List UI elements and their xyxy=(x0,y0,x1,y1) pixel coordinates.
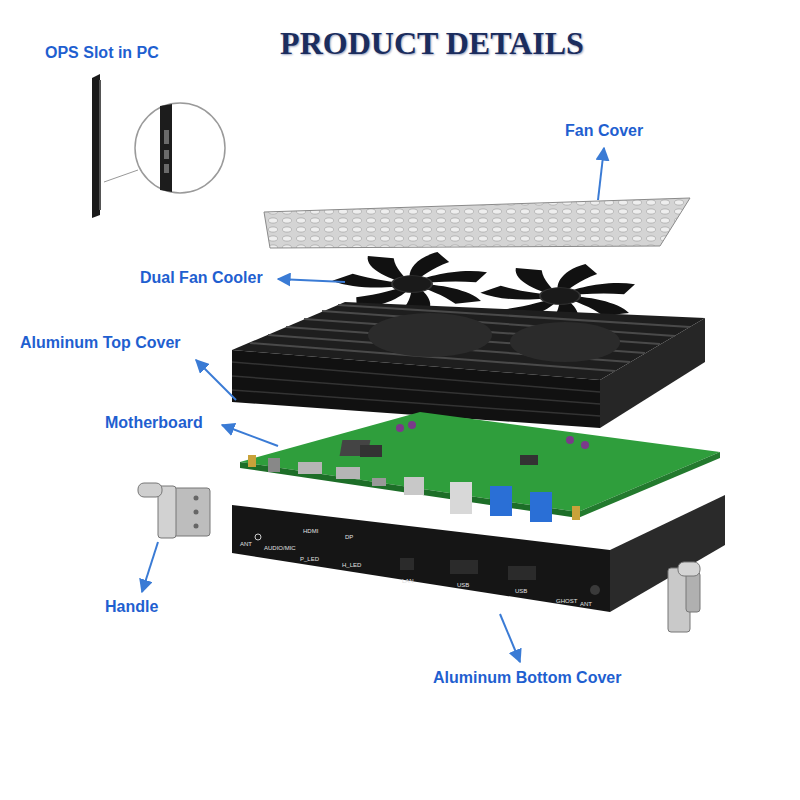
handle-right xyxy=(668,562,700,632)
port-label: DP xyxy=(345,534,353,541)
port-label: USB xyxy=(515,588,527,595)
callout-label: Aluminum Top Cover xyxy=(20,333,181,352)
leader-arrows xyxy=(142,148,604,662)
heatsink-top-cover xyxy=(232,302,705,428)
motherboard xyxy=(240,412,720,522)
callout-label: Motherboard xyxy=(105,413,203,432)
port-label: P_LED xyxy=(300,556,319,563)
callout-label: Dual Fan Cooler xyxy=(140,268,263,287)
port-label: H_LED xyxy=(342,562,361,569)
bottom-cover xyxy=(232,495,725,612)
port-label: USB xyxy=(457,582,469,589)
callout-label: Handle xyxy=(105,597,158,616)
callout-label: Aluminum Bottom Cover xyxy=(433,668,621,687)
handle-left xyxy=(138,483,210,538)
port-label: HDMI xyxy=(303,528,318,535)
port-label: AUDIO/MIC xyxy=(264,545,296,552)
port-label: LAN xyxy=(402,578,414,585)
port-label: ANT xyxy=(580,601,592,608)
callout-label: Fan Cover xyxy=(565,121,643,140)
port-label: ANT xyxy=(240,541,252,548)
fan-cover-plate xyxy=(264,198,690,248)
callout-label: OPS Slot in PC xyxy=(45,43,159,62)
ops-inset xyxy=(92,74,225,218)
page-title: PRODUCT DETAILS xyxy=(280,24,584,62)
port-label: GHOST xyxy=(556,598,577,605)
